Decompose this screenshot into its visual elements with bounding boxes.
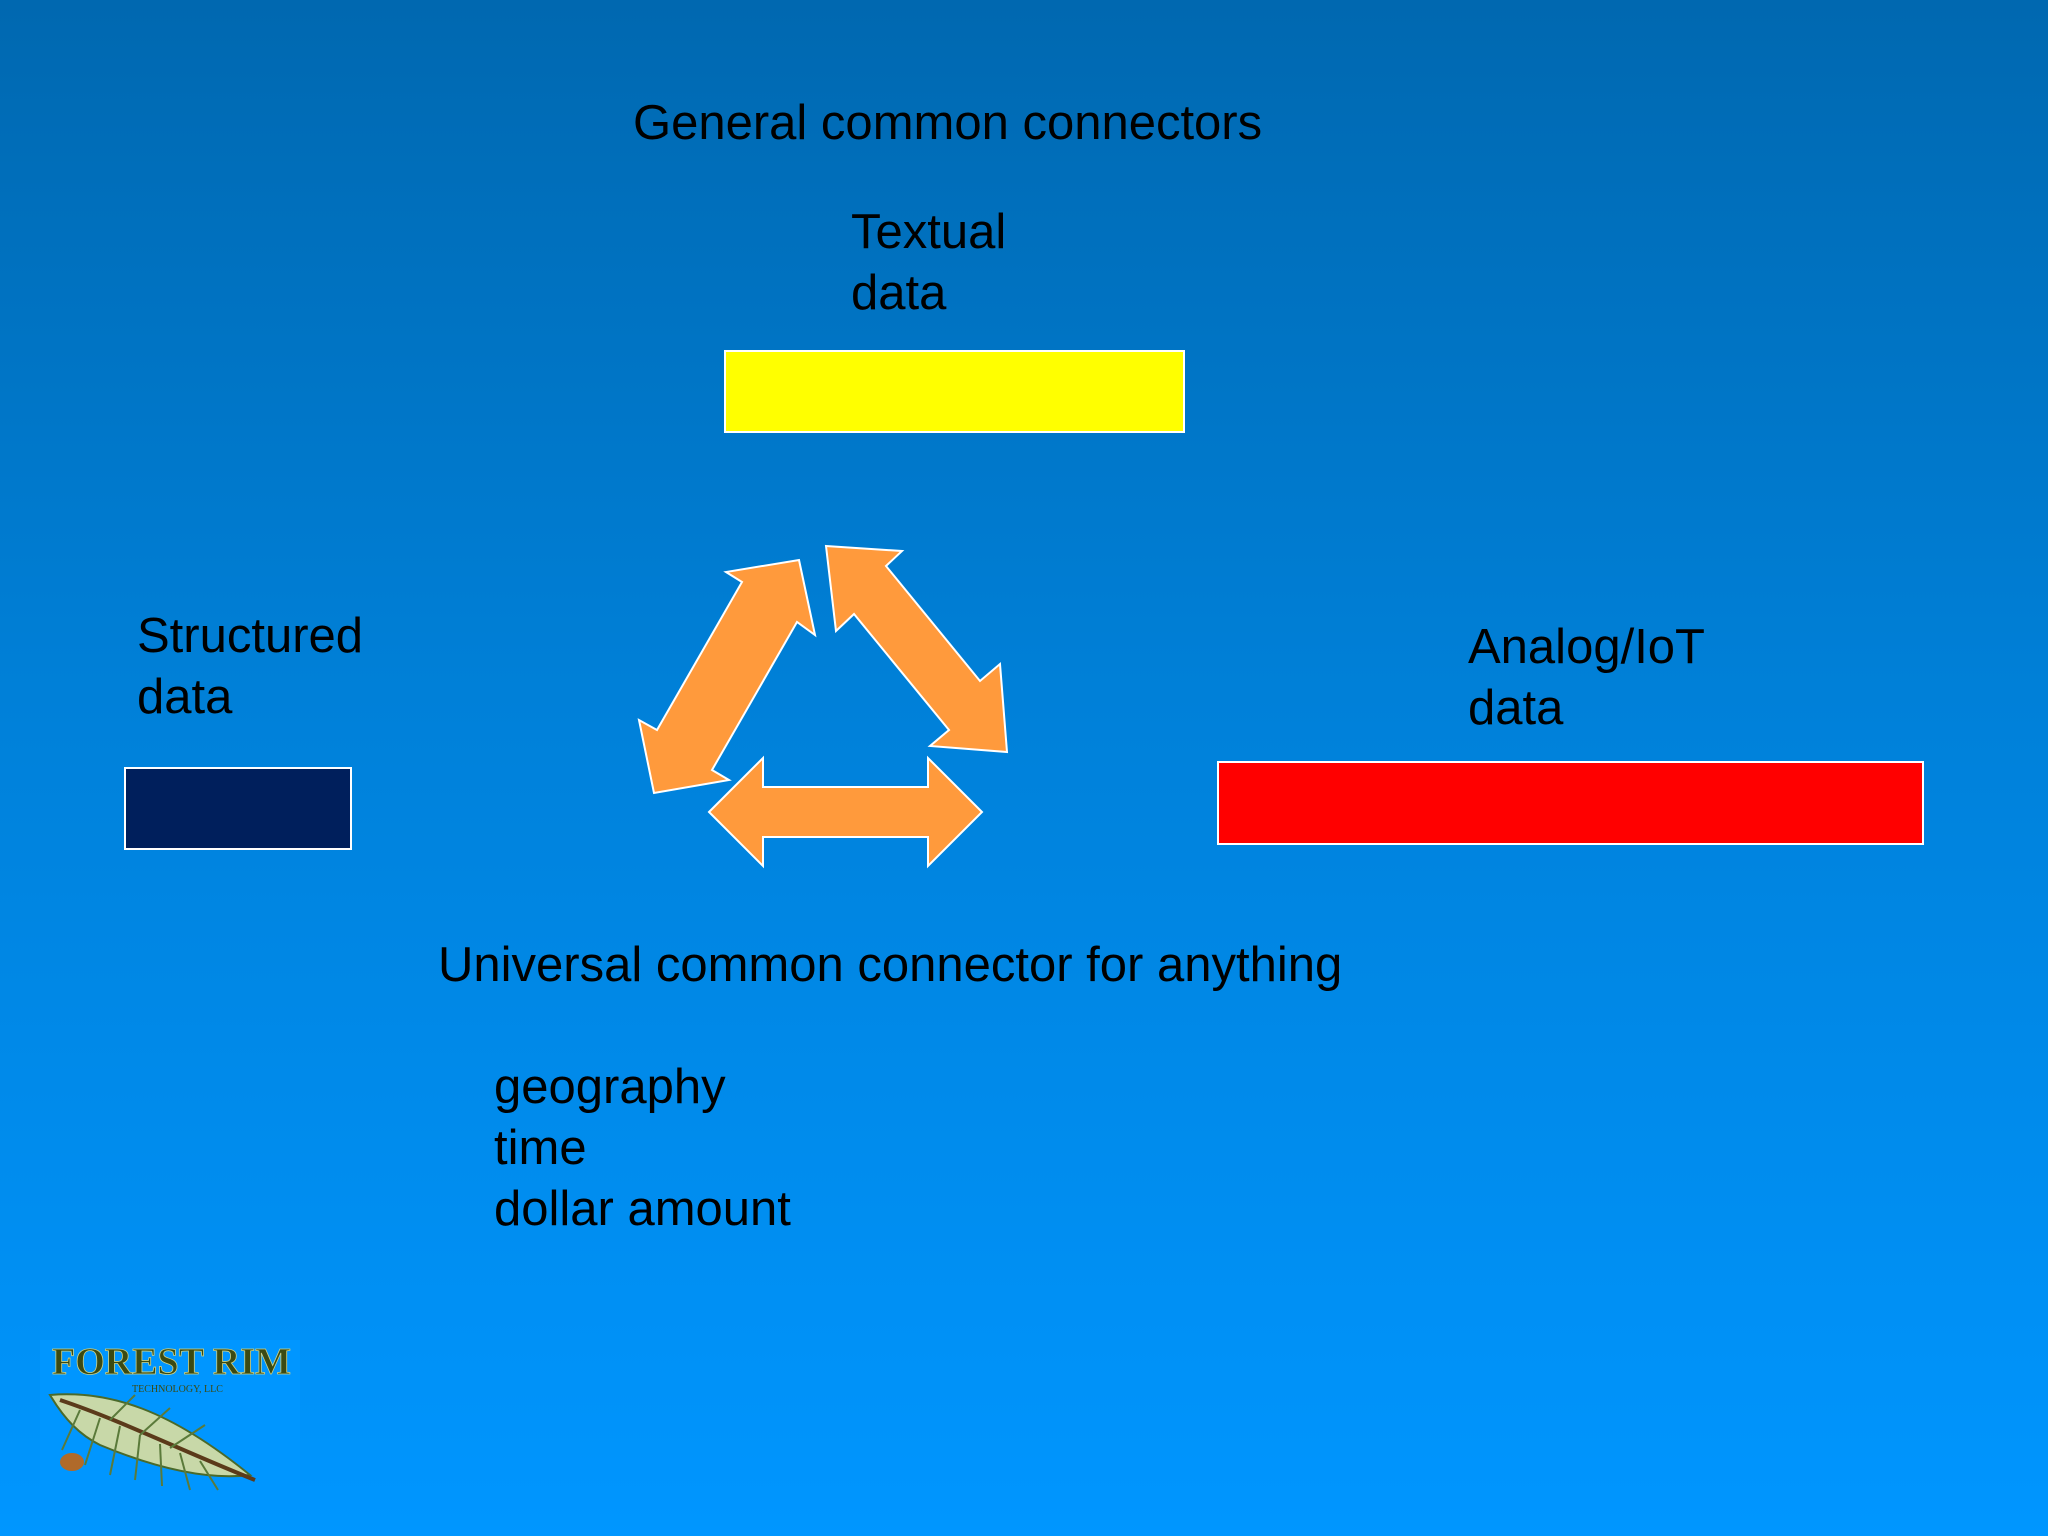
list-item-time: time <box>494 1121 587 1175</box>
analog-iot-data-label-line1: Analog/IoT <box>1468 620 1705 674</box>
list-item-dollar-amount: dollar amount <box>494 1182 791 1236</box>
universal-connector-heading: Universal common connector for anything <box>438 938 1343 992</box>
bottom-double-arrow <box>707 755 984 869</box>
diagram-title: General common connectors <box>633 96 1263 150</box>
structured-data-label-line1: Structured <box>137 609 364 663</box>
right-double-arrow <box>824 544 1009 754</box>
logo-subtext: TECHNOLOGY, LLC <box>132 1384 223 1395</box>
analog-iot-data-box <box>1217 761 1924 845</box>
structured-data-label-line2: data <box>137 670 233 724</box>
structured-data-box <box>124 767 352 850</box>
universal-connector-list: geography time dollar amount <box>494 1057 791 1240</box>
logo-text: FOREST RIM <box>52 1341 291 1383</box>
structured-data-label: Structured data <box>137 606 363 728</box>
textual-data-label-line1: Textual <box>851 205 1007 259</box>
analog-iot-data-label-line2: data <box>1468 681 1564 735</box>
analog-iot-data-label: Analog/IoT data <box>1468 617 1705 739</box>
forest-rim-logo: FOREST RIM TECHNOLOGY, LLC <box>40 1340 300 1500</box>
list-item-geography: geography <box>494 1060 726 1114</box>
textual-data-label-line2: data <box>851 266 947 320</box>
textual-data-label: Textual data <box>851 202 1006 324</box>
textual-data-box <box>724 350 1185 433</box>
left-double-arrow <box>637 558 817 795</box>
